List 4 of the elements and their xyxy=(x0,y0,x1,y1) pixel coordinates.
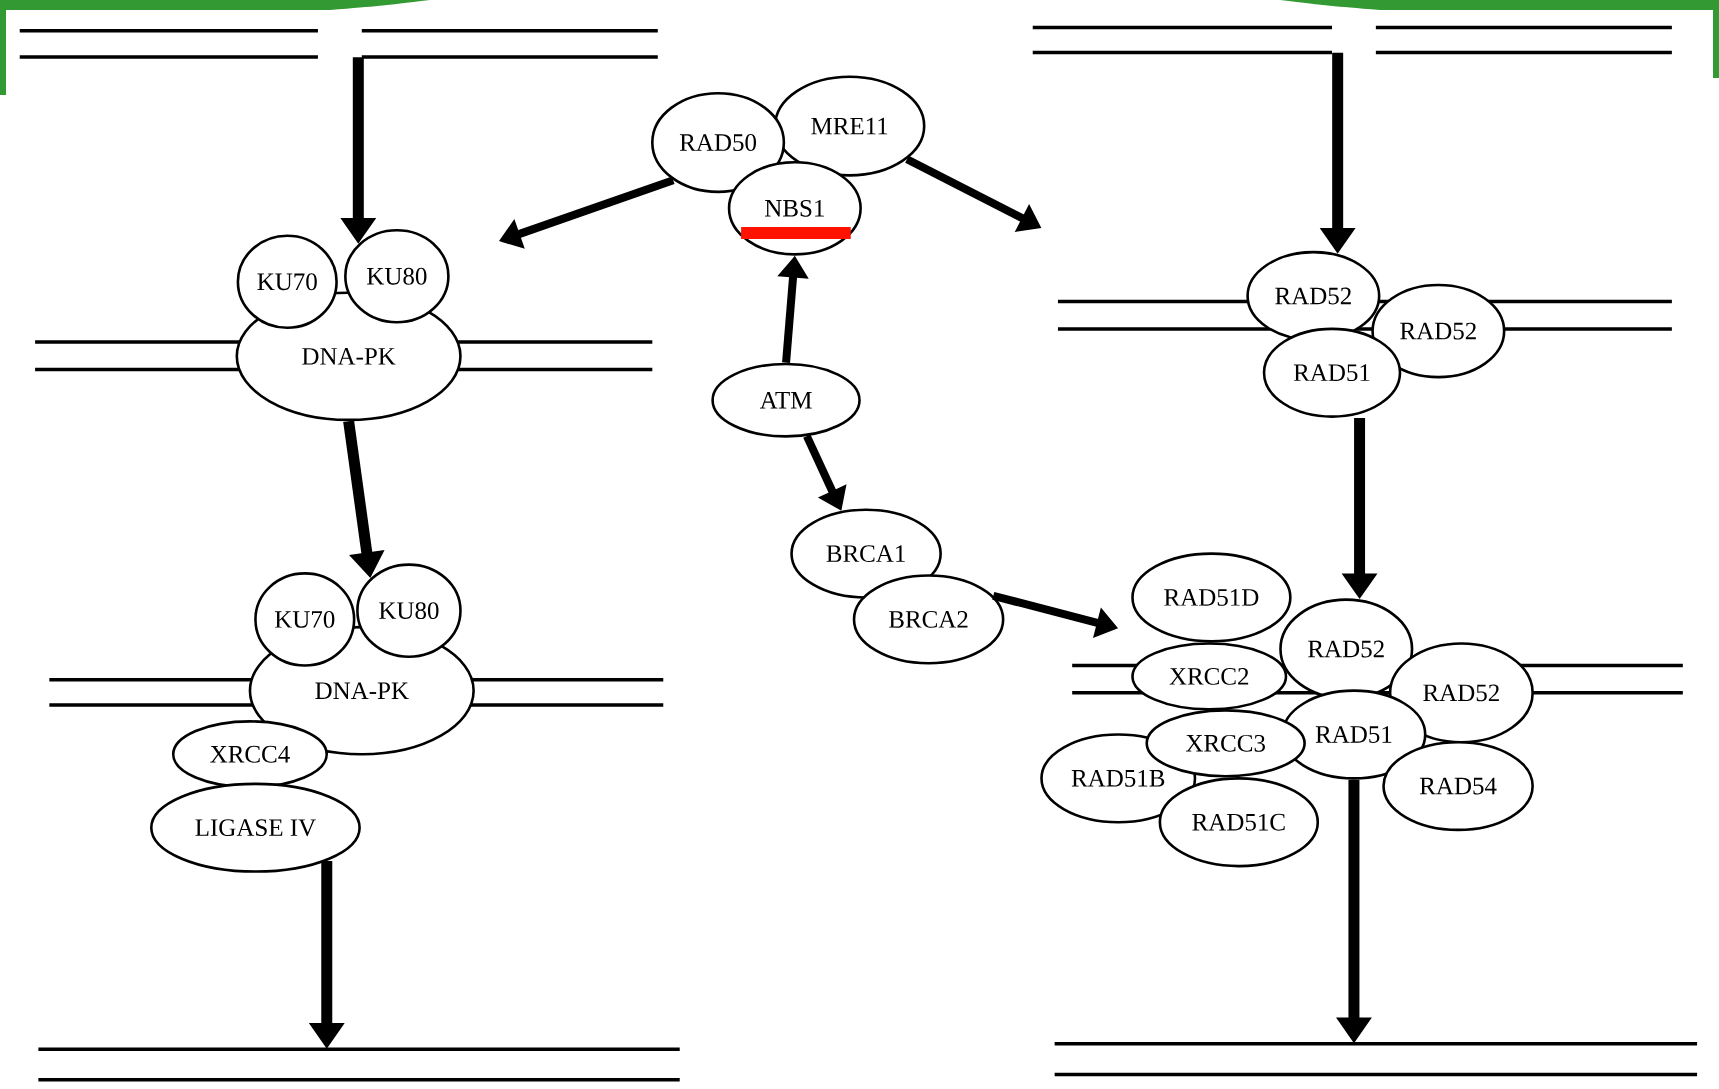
dna-duplex xyxy=(1052,1041,1699,1077)
dna-duplex xyxy=(36,1047,682,1082)
dna-duplex xyxy=(1031,25,1674,55)
dna-duplex xyxy=(18,28,660,59)
